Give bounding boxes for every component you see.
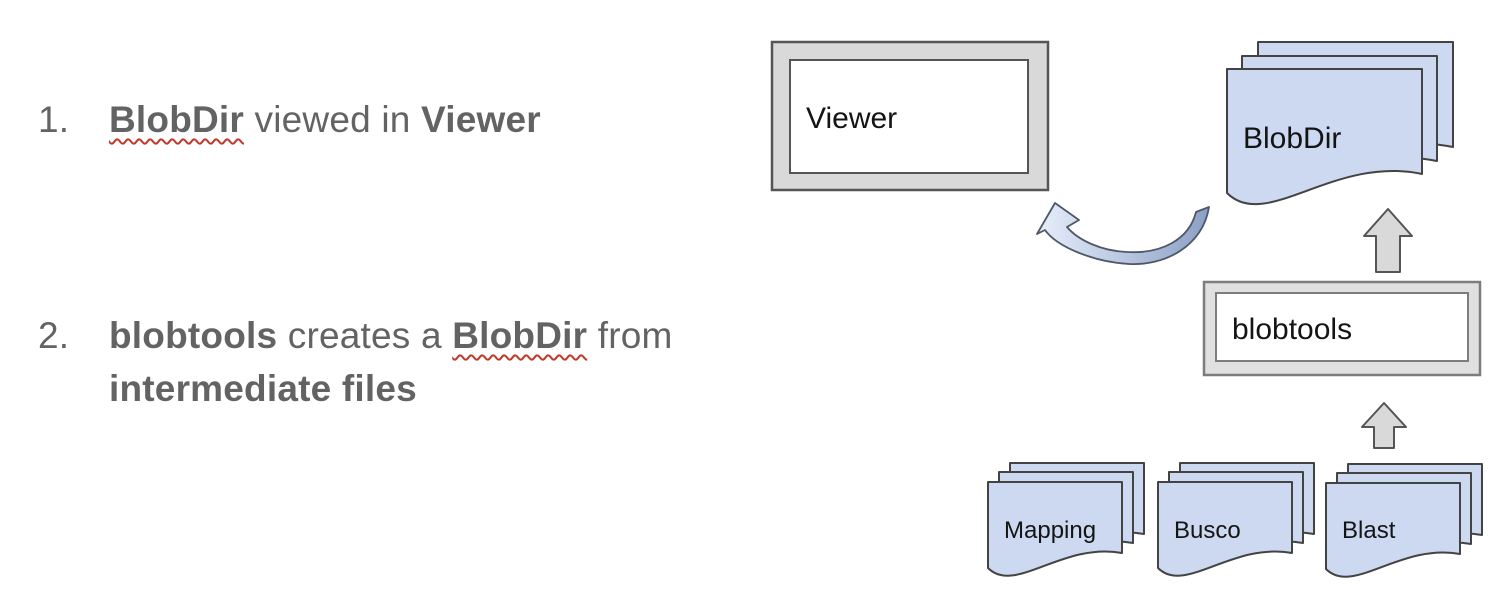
viewer-node: Viewer — [770, 40, 1050, 192]
blobtools-box — [1215, 292, 1469, 362]
step-2-number: 2. — [38, 315, 70, 356]
viewer-label: Viewer — [806, 102, 897, 135]
busco-stack: Busco — [1157, 462, 1315, 577]
document-sheet — [987, 481, 1123, 577]
blobdir-label: BlobDir — [1243, 122, 1341, 155]
step-1-number: 1. — [38, 99, 70, 140]
mapping-stack: Mapping — [987, 462, 1145, 577]
step-2: 2. blobtools creates a BlobDir from inte… — [38, 309, 673, 415]
step-2-plain-text-2: from — [587, 315, 673, 356]
mapping-label: Mapping — [1004, 517, 1096, 544]
term-blobtools: blobtools — [109, 315, 278, 356]
document-sheet — [1157, 481, 1293, 577]
curved-arrow-blobdir-to-viewer — [1036, 202, 1210, 265]
document-sheet — [1325, 482, 1461, 578]
up-arrow-blobtools-to-blobdir — [1363, 208, 1413, 273]
step-2-plain-text-1: creates a — [277, 315, 453, 356]
viewer-screen — [789, 59, 1029, 174]
step-1-plain-text: viewed in — [244, 99, 422, 140]
term-blobdir: BlobDir — [109, 99, 245, 140]
blast-label: Blast — [1342, 517, 1396, 544]
term-blobdir-2: BlobDir — [452, 315, 588, 356]
step-1-line-1: BlobDir viewed in Viewer — [109, 93, 541, 146]
step-2-text: blobtools creates a BlobDir from interme… — [109, 309, 673, 415]
blobtools-label: blobtools — [1232, 313, 1352, 346]
step-1: 1. BlobDir viewed in Viewer — [38, 93, 541, 146]
document-sheet — [1226, 68, 1423, 206]
busco-label: Busco — [1174, 517, 1241, 544]
term-viewer: Viewer — [421, 99, 541, 140]
blast-stack: Blast — [1325, 463, 1483, 578]
blobtools-node: blobtools — [1202, 280, 1482, 377]
term-intermediate-files: intermediate files — [109, 368, 417, 409]
blobdir-stack: BlobDir — [1226, 41, 1454, 206]
step-1-text: BlobDir viewed in Viewer — [109, 93, 541, 146]
step-2-line-1: blobtools creates a BlobDir from — [109, 309, 673, 362]
step-2-line-2: intermediate files — [109, 362, 673, 415]
up-arrow-inputs-to-blobtools — [1361, 402, 1407, 449]
